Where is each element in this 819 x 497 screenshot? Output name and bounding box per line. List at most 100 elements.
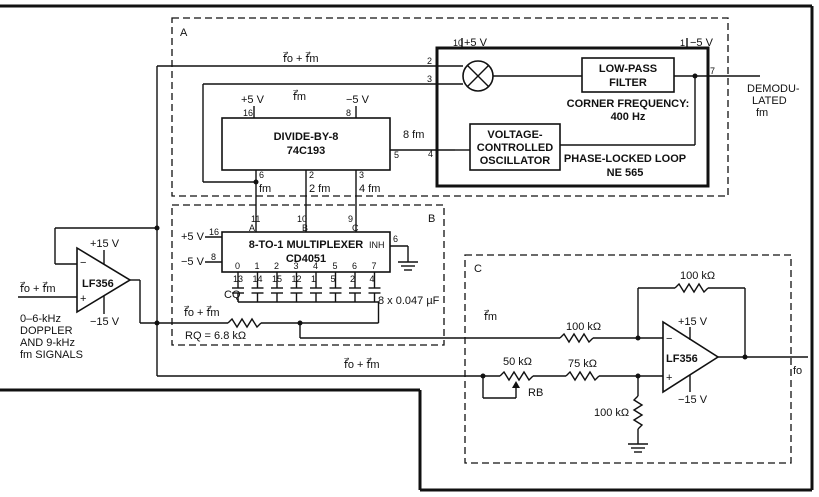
block-c-outline bbox=[464, 254, 792, 464]
mux-channel-number: 3 bbox=[294, 261, 299, 271]
pll-pin1: 1 bbox=[680, 38, 685, 48]
vco-box bbox=[469, 123, 561, 171]
mux-channel-number: 1 bbox=[255, 261, 260, 271]
amp2-supply-pos: +15 V bbox=[678, 316, 708, 328]
pll-input-label: f⃗o + f⃗m bbox=[282, 51, 318, 65]
mux-supply-pos: +5 V bbox=[181, 231, 205, 243]
divider-line2: 74C193 bbox=[287, 145, 326, 157]
mux-channel-pin: 1 bbox=[311, 274, 316, 284]
input-desc-line2: DOPPLER bbox=[20, 325, 73, 337]
block-a-outline bbox=[171, 17, 729, 197]
mux-addr-pin-a: 11 bbox=[251, 214, 260, 224]
mux-channel-number: 2 bbox=[274, 261, 279, 271]
divider-pin6: 6 bbox=[259, 170, 264, 180]
mux-pin6: 6 bbox=[393, 234, 398, 244]
output-line1: DEMODU- bbox=[747, 83, 800, 95]
rq-resistor bbox=[227, 317, 262, 329]
mux-pin8: 8 bbox=[211, 252, 216, 262]
input-desc-line3: AND 9-kHz bbox=[20, 337, 75, 349]
mux-channel-number: 4 bbox=[313, 261, 318, 271]
rq-label: RQ = 6.8 kΩ bbox=[185, 330, 246, 342]
four-fm-label: 4 fm bbox=[359, 183, 380, 195]
mux-channel-number: 6 bbox=[352, 261, 357, 271]
ground-icon bbox=[628, 443, 648, 453]
rb-label: RB bbox=[528, 387, 543, 399]
mux-addr-c: C bbox=[352, 223, 359, 233]
amp2-plus: + bbox=[666, 372, 672, 384]
pll-pin2: 2 bbox=[427, 56, 432, 66]
mux-addr-pin-c: 9 bbox=[348, 214, 353, 224]
mux-channel-pin: 2 bbox=[350, 274, 355, 284]
mux-addr-pin-b: 10 bbox=[297, 214, 307, 224]
mux-pin16: 16 bbox=[209, 227, 219, 237]
divider-pin16: 16 bbox=[243, 108, 253, 118]
pll-box bbox=[435, 46, 710, 188]
eight-fm-label: 8 fm bbox=[403, 129, 424, 141]
divide-by-8-box bbox=[221, 117, 391, 171]
rg-resistor bbox=[632, 395, 644, 430]
vco-line1: VOLTAGE- bbox=[487, 129, 543, 141]
input-desc-line1: 0–6-kHz bbox=[20, 313, 61, 325]
mux-input-label: f⃗o + f⃗m bbox=[183, 305, 219, 319]
mux-line2: CD4051 bbox=[286, 253, 326, 265]
ground-icon bbox=[398, 261, 418, 271]
divider-supply-pos: +5 V bbox=[241, 94, 265, 106]
mux-channel-number: 5 bbox=[333, 261, 338, 271]
amp2-minus: − bbox=[666, 333, 672, 345]
mux-channel-number: 7 bbox=[372, 261, 377, 271]
r75-label: 75 kΩ bbox=[568, 358, 597, 370]
two-fm-label: 2 fm bbox=[309, 183, 330, 195]
mux-inh-label: INH bbox=[369, 240, 385, 250]
rf-label: 100 kΩ bbox=[680, 270, 715, 282]
pll-supply-neg: −5 V bbox=[690, 37, 714, 49]
phase-detector-icon bbox=[462, 60, 494, 92]
mux-supply-neg: −5 V bbox=[181, 256, 205, 268]
r75-resistor bbox=[565, 370, 600, 382]
rin-resistor bbox=[559, 332, 594, 344]
divider-supply-neg: −5 V bbox=[346, 94, 370, 106]
mux-addr-a: A bbox=[249, 223, 255, 233]
divider-line1: DIVIDE-BY-8 bbox=[274, 131, 339, 143]
multiplexer-box bbox=[221, 231, 391, 273]
pll-pin4: 4 bbox=[428, 149, 433, 159]
pll-pin3: 3 bbox=[427, 74, 432, 84]
divider-pin5: 5 bbox=[394, 150, 399, 160]
amp1-supply-neg: −15 V bbox=[90, 316, 120, 328]
vco-line2: CONTROLLED bbox=[477, 142, 553, 154]
divider-pin8: 8 bbox=[346, 108, 351, 118]
wiper-arrow-icon bbox=[512, 381, 520, 388]
input-signal-label: f⃗o + f⃗m bbox=[19, 281, 55, 295]
amp1-name: LF356 bbox=[82, 278, 114, 290]
rb-potentiometer bbox=[499, 370, 534, 382]
amp2-name: LF356 bbox=[666, 353, 698, 365]
pll-pin10: 10 bbox=[453, 38, 463, 48]
lpf-line1: LOW-PASS bbox=[599, 63, 657, 75]
rg-label: 100 kΩ bbox=[594, 407, 629, 419]
amp1-supply-pos: +15 V bbox=[90, 238, 120, 250]
fm-to-c-label: f⃗m bbox=[483, 309, 497, 323]
amp2-supply-neg: −15 V bbox=[678, 394, 708, 406]
fm-tap-label: fm bbox=[259, 183, 271, 195]
amp1-plus: + bbox=[80, 293, 86, 305]
feedback-fm-label: f⃗m bbox=[292, 89, 306, 103]
corner-frequency-line2: 400 Hz bbox=[611, 111, 646, 123]
rf-resistor bbox=[674, 282, 709, 294]
cap-note: 8 x 0.047 µF bbox=[378, 295, 440, 307]
output-line2: LATED bbox=[752, 95, 787, 107]
lpf-line2: FILTER bbox=[609, 77, 647, 89]
rin-label: 100 kΩ bbox=[566, 321, 601, 333]
vco-line3: OSCILLATOR bbox=[480, 155, 551, 167]
pll-supply-pos: +5 V bbox=[464, 37, 488, 49]
block-b-outline bbox=[171, 204, 445, 346]
mux-channel-number: 0 bbox=[235, 261, 240, 271]
output-line3: fm bbox=[756, 107, 768, 119]
mux-channel-pin: 4 bbox=[370, 274, 375, 284]
block-a-label: A bbox=[180, 27, 188, 39]
mux-addr-b: B bbox=[302, 223, 308, 233]
bottom-signal-label: f⃗o + f⃗m bbox=[343, 357, 379, 371]
amp1-minus: − bbox=[80, 257, 86, 269]
pll-title-line1: PHASE-LOCKED LOOP bbox=[564, 153, 686, 165]
low-pass-filter bbox=[581, 57, 675, 93]
